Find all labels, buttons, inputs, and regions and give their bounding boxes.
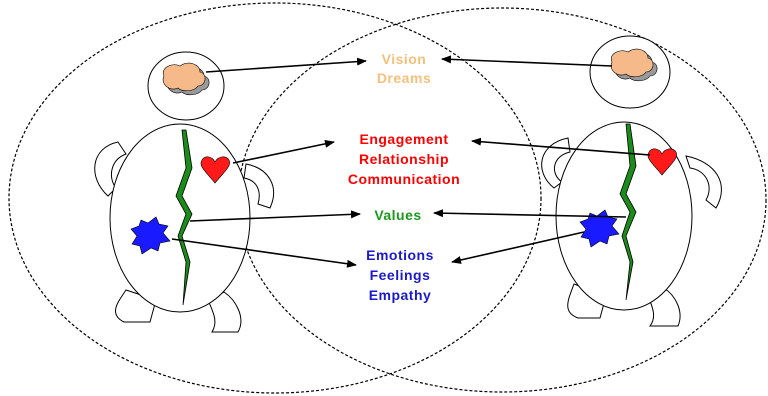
left-arm — [94, 141, 127, 197]
right-brain-icon — [610, 48, 658, 82]
label-empathy: Empathy — [369, 287, 432, 303]
label-relationship: Relationship — [359, 151, 449, 167]
arrow-right-spine-values — [433, 209, 627, 218]
left-burst-icon — [130, 216, 171, 255]
label-feelings: Feelings — [370, 267, 431, 283]
right-foot — [207, 291, 242, 333]
label-vision: Vision — [382, 51, 427, 67]
body — [109, 123, 251, 313]
left-circle — [8, 2, 542, 394]
label-engagement: Engagement — [359, 131, 448, 147]
right-heart-icon — [647, 148, 677, 176]
label-values: Values — [374, 207, 421, 223]
left-heart-icon — [200, 156, 230, 184]
left-arm — [541, 137, 571, 189]
right-arm — [685, 155, 722, 209]
arrow-left-spine-values — [189, 210, 361, 222]
right-spine-icon — [619, 123, 637, 301]
arrow-left-brain-vision — [205, 57, 367, 73]
left-spine-icon — [175, 129, 193, 306]
arrow-left-heart-engagement — [232, 139, 335, 164]
arrow-left-burst-emotions — [171, 238, 357, 268]
right-arm — [243, 163, 275, 209]
right-burst-icon — [579, 209, 620, 248]
arrow-right-heart-relationship — [471, 137, 651, 156]
label-dreams: Dreams — [377, 70, 431, 86]
label-communication: Communication — [348, 171, 460, 187]
arrow-right-brain-vision — [441, 55, 613, 67]
label-emotions: Emotions — [366, 247, 434, 263]
left-brain-icon — [162, 62, 210, 96]
arrows — [171, 55, 651, 268]
arrow-right-burst-emotions — [451, 231, 585, 264]
